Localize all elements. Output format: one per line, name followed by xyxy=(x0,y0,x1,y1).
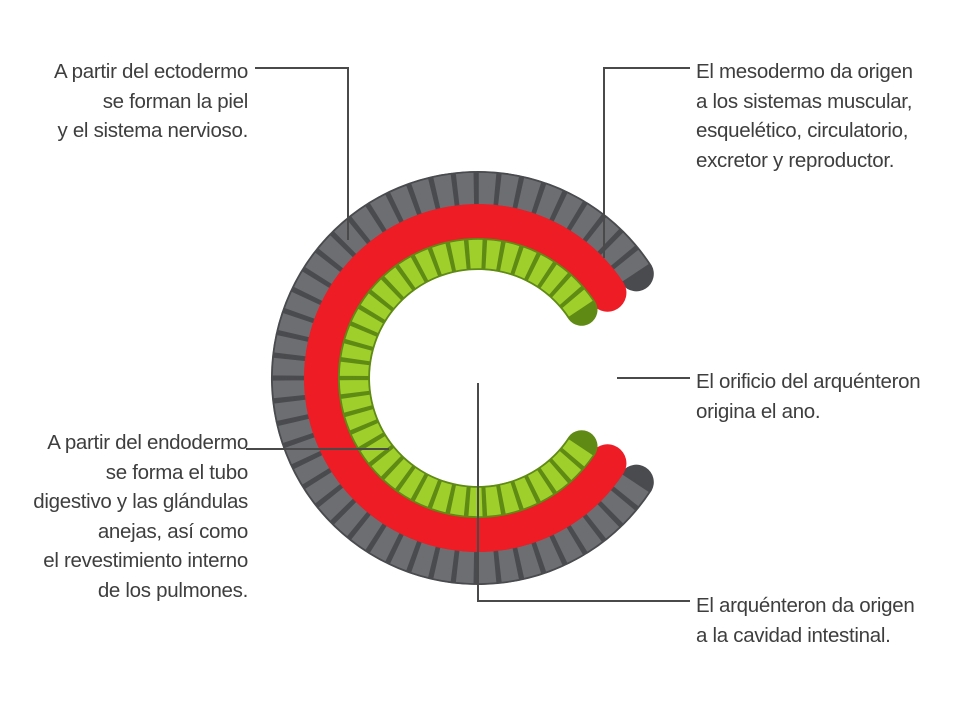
endoderm-cell xyxy=(369,277,403,310)
endoderm-cell xyxy=(526,253,555,288)
endoderm-cell xyxy=(448,238,469,273)
callout-archenteron: El arquénteron da origen a la cavidad in… xyxy=(696,591,946,650)
callout-archenteron-line-1: El arquénteron da origen xyxy=(696,594,915,617)
callout-ectoderm-line-1: A partir del ectodermo xyxy=(54,60,248,83)
ectoderm-cell xyxy=(271,356,307,378)
endoderm-cell xyxy=(339,393,374,415)
endoderm-cell xyxy=(338,378,371,396)
leader-line-mesoderm xyxy=(603,67,690,258)
ectoderm-cell xyxy=(454,549,476,585)
leader-line-ectoderm xyxy=(255,67,349,240)
callout-mesoderm-line-4: excretor y reproductor. xyxy=(696,148,895,172)
endoderm-cell xyxy=(538,262,570,297)
callout-ectoderm: A partir del ectodermo se forman la piel… xyxy=(20,57,248,146)
callout-orifice-line-2: origina el ano. xyxy=(696,399,821,423)
endoderm-cell xyxy=(560,287,595,319)
endoderm-cell xyxy=(526,468,555,503)
endoderm-cell xyxy=(382,265,414,299)
endoderm-cell xyxy=(338,360,371,378)
callout-ectoderm-line-2: se forman la piel xyxy=(102,89,249,113)
endoderm-cell xyxy=(358,291,393,322)
ectoderm-cell xyxy=(454,171,476,207)
endoderm-cell xyxy=(343,323,379,349)
endoderm-cell xyxy=(550,274,584,307)
callout-endoderm-line-5: el revestimiento interno xyxy=(43,549,248,572)
callout-endoderm-line-3: digestivo y las glándulas xyxy=(33,490,248,513)
callout-endoderm-line-4: anejas, así como xyxy=(97,519,248,543)
callout-orifice-line-1: El orificio del arquénteron xyxy=(696,370,921,393)
callout-endoderm-line-6: de los pulmones. xyxy=(97,578,248,602)
callout-mesoderm-line-1: El mesodermo da origen xyxy=(696,60,913,83)
endoderm-cell xyxy=(413,247,440,283)
endoderm-cell xyxy=(498,481,522,516)
callout-endoderm: A partir del endodermo se forma el tubo … xyxy=(20,428,248,605)
endoderm-cell xyxy=(343,407,379,433)
callout-endoderm-line-2: se forma el tubo xyxy=(105,460,249,484)
endoderm-cell xyxy=(339,341,374,363)
endoderm-cell xyxy=(382,457,414,491)
ectoderm-cell xyxy=(477,171,498,207)
endoderm-cell xyxy=(369,446,403,479)
callout-endoderm-line-1: A partir del endodermo xyxy=(47,431,248,454)
endoderm-cell xyxy=(466,485,485,518)
endoderm-cell xyxy=(498,240,522,275)
endoderm-cell xyxy=(483,484,503,518)
leader-lines xyxy=(246,67,690,602)
endoderm-cell xyxy=(350,307,385,335)
endoderm-layer xyxy=(337,238,598,518)
callout-archenteron-line-2: a la cavidad intestinal. xyxy=(696,623,891,647)
endoderm-cell xyxy=(512,475,539,511)
endoderm-cell xyxy=(550,449,584,482)
endoderm-cell xyxy=(466,238,485,271)
endoderm-cell xyxy=(350,421,385,449)
callout-mesoderm-line-2: a los sistemas muscular, xyxy=(696,89,913,113)
endoderm-cell xyxy=(448,483,469,518)
endoderm-cell xyxy=(397,255,427,290)
ectoderm-cell xyxy=(271,378,307,400)
endoderm-cell xyxy=(538,459,570,494)
callout-mesoderm-line-3: esquelético, circulatorio, xyxy=(696,119,909,142)
endoderm-cell xyxy=(413,473,440,509)
endoderm-cell xyxy=(430,241,454,277)
endoderm-cell xyxy=(512,245,539,281)
callout-mesoderm: El mesodermo da origen a los sistemas mu… xyxy=(696,57,946,175)
endoderm-cell xyxy=(397,466,427,501)
endoderm-cell xyxy=(560,437,595,469)
leader-line-archenteron xyxy=(477,383,690,602)
callout-ectoderm-line-3: y el sistema nervioso. xyxy=(57,119,248,142)
ectoderm-cell xyxy=(477,549,498,585)
callout-orifice: El orificio del arquénteron origina el a… xyxy=(696,367,946,426)
endoderm-cell xyxy=(483,238,503,272)
endoderm-cell xyxy=(430,479,454,515)
